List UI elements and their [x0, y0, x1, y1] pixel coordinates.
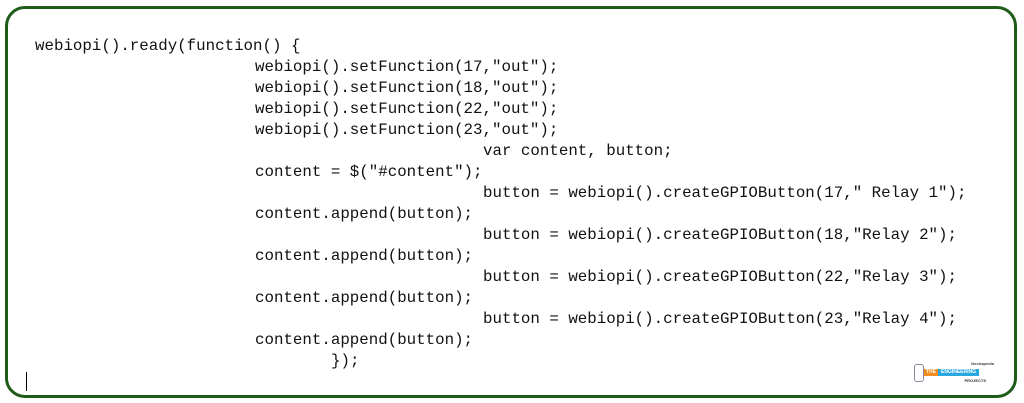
text-cursor	[26, 372, 27, 391]
code-text: content.append(button);	[255, 205, 474, 223]
code-line: webiopi().setFunction(23,"out");	[0, 120, 1024, 141]
code-text: webiopi().setFunction(17,"out");	[255, 58, 559, 76]
logo-engineering: ENGINEERING	[938, 369, 980, 376]
logo-projects: PROJECTS	[964, 378, 986, 383]
code-block: webiopi().ready(function() { webiopi().s…	[0, 36, 1024, 372]
code-text: button = webiopi().createGPIOButton(18,"…	[483, 226, 957, 244]
logo-tagline: #techapedia	[970, 361, 994, 366]
code-line: content.append(button);	[0, 288, 1024, 309]
code-line: webiopi().setFunction(22,"out");	[0, 99, 1024, 120]
code-line: button = webiopi().createGPIOButton(23,"…	[0, 309, 1024, 330]
robot-icon	[914, 364, 924, 382]
code-frame	[5, 6, 1017, 398]
code-line: content.append(button);	[0, 246, 1024, 267]
code-text: button = webiopi().createGPIOButton(22,"…	[483, 268, 957, 286]
engineering-projects-logo: #techapedia THE ENGINEERING PROJECTS	[914, 361, 994, 385]
code-text: button = webiopi().createGPIOButton(23,"…	[483, 310, 957, 328]
logo-the: THE	[924, 369, 938, 376]
code-line: content.append(button);	[0, 330, 1024, 351]
code-text: button = webiopi().createGPIOButton(17,"…	[483, 184, 967, 202]
code-text: content.append(button);	[255, 247, 474, 265]
code-line: button = webiopi().createGPIOButton(17,"…	[0, 183, 1024, 204]
code-text: });	[331, 352, 360, 370]
code-text: webiopi().setFunction(22,"out");	[255, 100, 559, 118]
code-line: webiopi().ready(function() {	[0, 36, 1024, 57]
code-line: var content, button;	[0, 141, 1024, 162]
code-line: webiopi().setFunction(18,"out");	[0, 78, 1024, 99]
code-text: content.append(button);	[255, 331, 474, 349]
code-text: webiopi().ready(function() {	[35, 37, 301, 55]
code-text: var content, button;	[483, 142, 673, 160]
code-line: content.append(button);	[0, 204, 1024, 225]
code-line: content = $("#content");	[0, 162, 1024, 183]
code-line: });	[0, 351, 1024, 372]
code-text: webiopi().setFunction(23,"out");	[255, 121, 559, 139]
code-line: webiopi().setFunction(17,"out");	[0, 57, 1024, 78]
code-text: content = $("#content");	[255, 163, 483, 181]
code-text: webiopi().setFunction(18,"out");	[255, 79, 559, 97]
code-line: button = webiopi().createGPIOButton(22,"…	[0, 267, 1024, 288]
code-text: content.append(button);	[255, 289, 474, 307]
code-line: button = webiopi().createGPIOButton(18,"…	[0, 225, 1024, 246]
